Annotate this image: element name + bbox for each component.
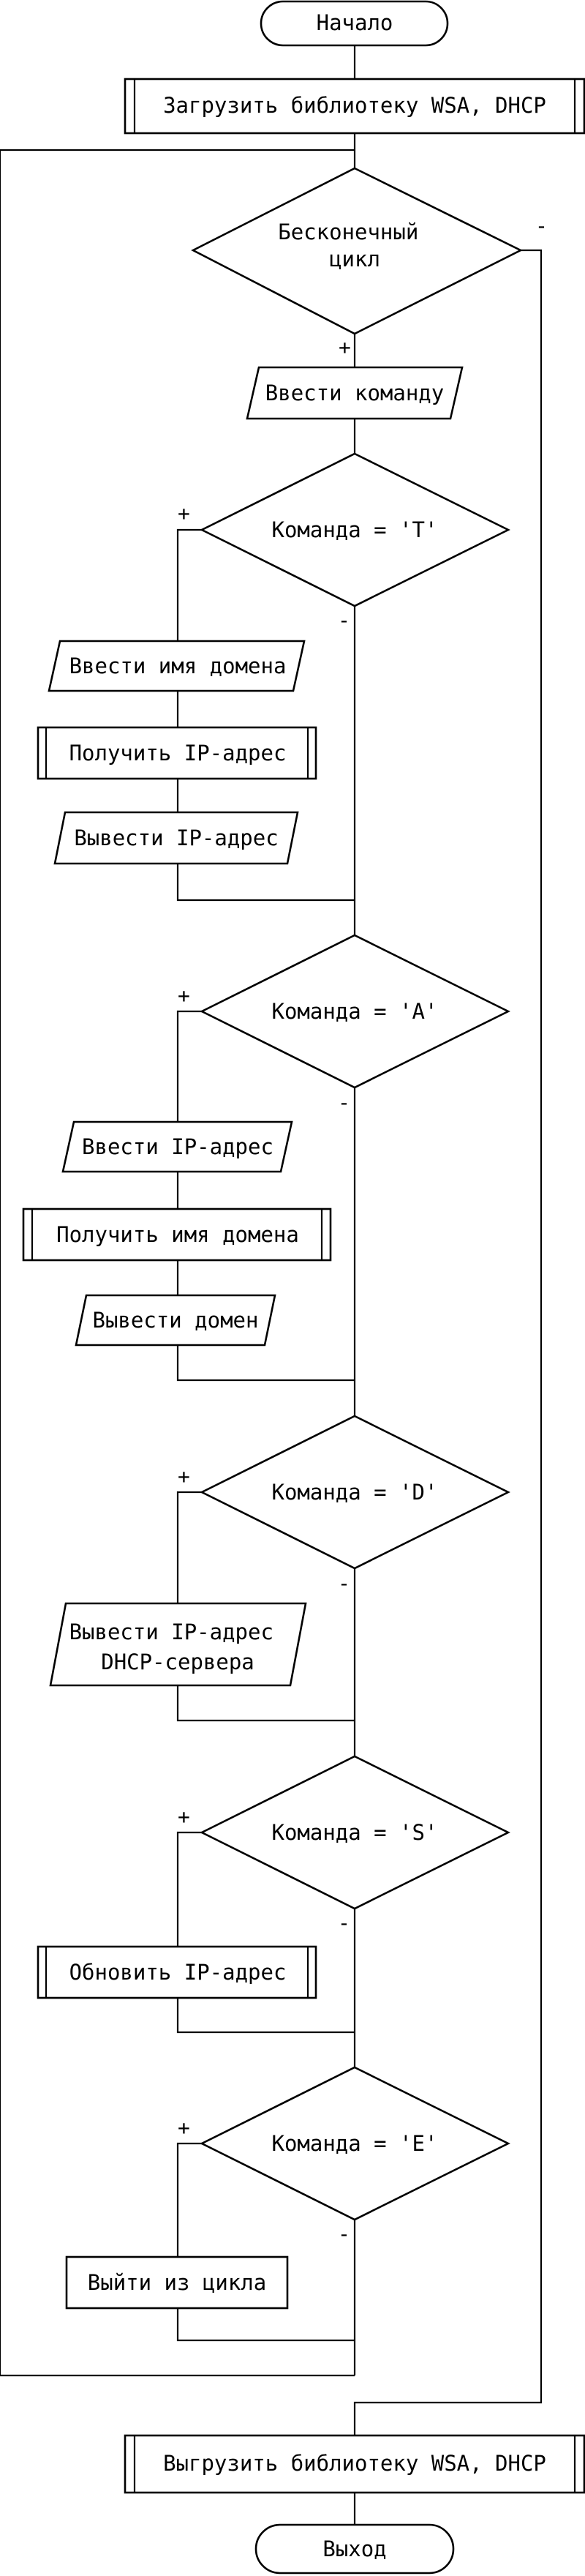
renew-ip-process: Обновить IP-адрес (37, 1945, 317, 1999)
decision-command-t-label: Команда = 'T' (272, 517, 438, 542)
get-ip-label: Получить IP-адрес (69, 741, 287, 765)
output-ip-label: Вывести IP-адрес (74, 825, 278, 850)
e-yes-mark: + (178, 2116, 190, 2140)
decision-command-e: Команда = 'E' (200, 2066, 510, 2221)
e-no-mark: - (338, 2222, 350, 2246)
decision-command-d: Команда = 'D' (200, 1415, 510, 1570)
exit-loop-label: Выйти из цикла (88, 2270, 266, 2295)
decision-command-a-label: Команда = 'A' (272, 999, 438, 1024)
end-label: Выход (322, 2536, 386, 2561)
start-label: Начало (317, 10, 393, 35)
output-dhcp-label: Вывести IP-адрес DHCP-сервера (69, 1620, 287, 1674)
d-yes-mark: + (178, 1464, 190, 1489)
infinite-loop-decision: Бесконечный цикл (191, 167, 523, 335)
d-no-mark: - (338, 1571, 350, 1595)
output-dhcp-label-line-1: Вывести IP-адрес (69, 1620, 273, 1644)
get-domain-process: Получить имя домена (22, 1208, 332, 1262)
decision-command-s-label: Команда = 'S' (272, 1820, 438, 1845)
loop-yes-mark: + (339, 335, 351, 359)
input-command-label: Ввести команду (265, 381, 444, 405)
input-command-io: Ввести команду (246, 366, 464, 420)
exit-loop-process: Выйти из цикла (65, 2255, 289, 2310)
s-yes-mark: + (178, 1805, 190, 1829)
a-no-mark: - (338, 1090, 350, 1115)
input-domain-io: Ввести имя домена (48, 640, 306, 692)
decision-command-a: Команда = 'A' (200, 934, 510, 1089)
decision-command-e-label: Команда = 'E' (272, 2131, 438, 2156)
output-domain-io: Вывести домен (75, 1294, 276, 1347)
a-yes-mark: + (178, 984, 190, 1008)
get-domain-label: Получить имя домена (56, 1222, 299, 1247)
infinite-loop-label-line-1: Бесконечный (278, 220, 418, 244)
s-no-mark: - (338, 1911, 350, 1935)
end-terminator: Выход (254, 2523, 455, 2575)
unload-libraries-process: Выгрузить библиотеку WSA, DHCP (124, 2434, 585, 2494)
input-ip-label: Ввести IP-адрес (82, 1134, 273, 1159)
loop-no-mark: - (535, 214, 548, 238)
infinite-loop-label: Бесконечный цикл (278, 220, 431, 272)
renew-ip-label: Обновить IP-адрес (69, 1960, 287, 1985)
input-ip-io: Ввести IP-адрес (61, 1120, 293, 1173)
load-libraries-label: Загрузить библиотеку WSA, DHCP (163, 93, 546, 118)
start-terminator: Начало (260, 0, 449, 47)
t-no-mark: - (338, 608, 350, 632)
t-yes-mark: + (178, 501, 190, 525)
output-ip-io: Вывести IP-адрес (53, 811, 299, 865)
output-domain-label: Вывести домен (93, 1308, 259, 1333)
output-dhcp-io: Вывести IP-адрес DHCP-сервера (49, 1602, 307, 1687)
decision-command-t: Команда = 'T' (200, 452, 510, 607)
decision-command-d-label: Команда = 'D' (272, 1480, 438, 1505)
infinite-loop-label-line-2: цикл (329, 247, 380, 272)
unload-libraries-label: Выгрузить библиотеку WSA, DHCP (163, 2451, 546, 2476)
connectors (0, 45, 543, 2525)
output-dhcp-label-line-2: DHCP-сервера (101, 1650, 254, 1674)
input-domain-label: Ввести имя домена (69, 654, 287, 678)
load-libraries-process: Загрузить библиотеку WSA, DHCP (124, 78, 585, 135)
branch-marks: + - + - + - + - + - + - (178, 214, 548, 2246)
get-ip-process: Получить IP-адрес (37, 726, 317, 780)
decision-command-s: Команда = 'S' (200, 1755, 510, 1910)
